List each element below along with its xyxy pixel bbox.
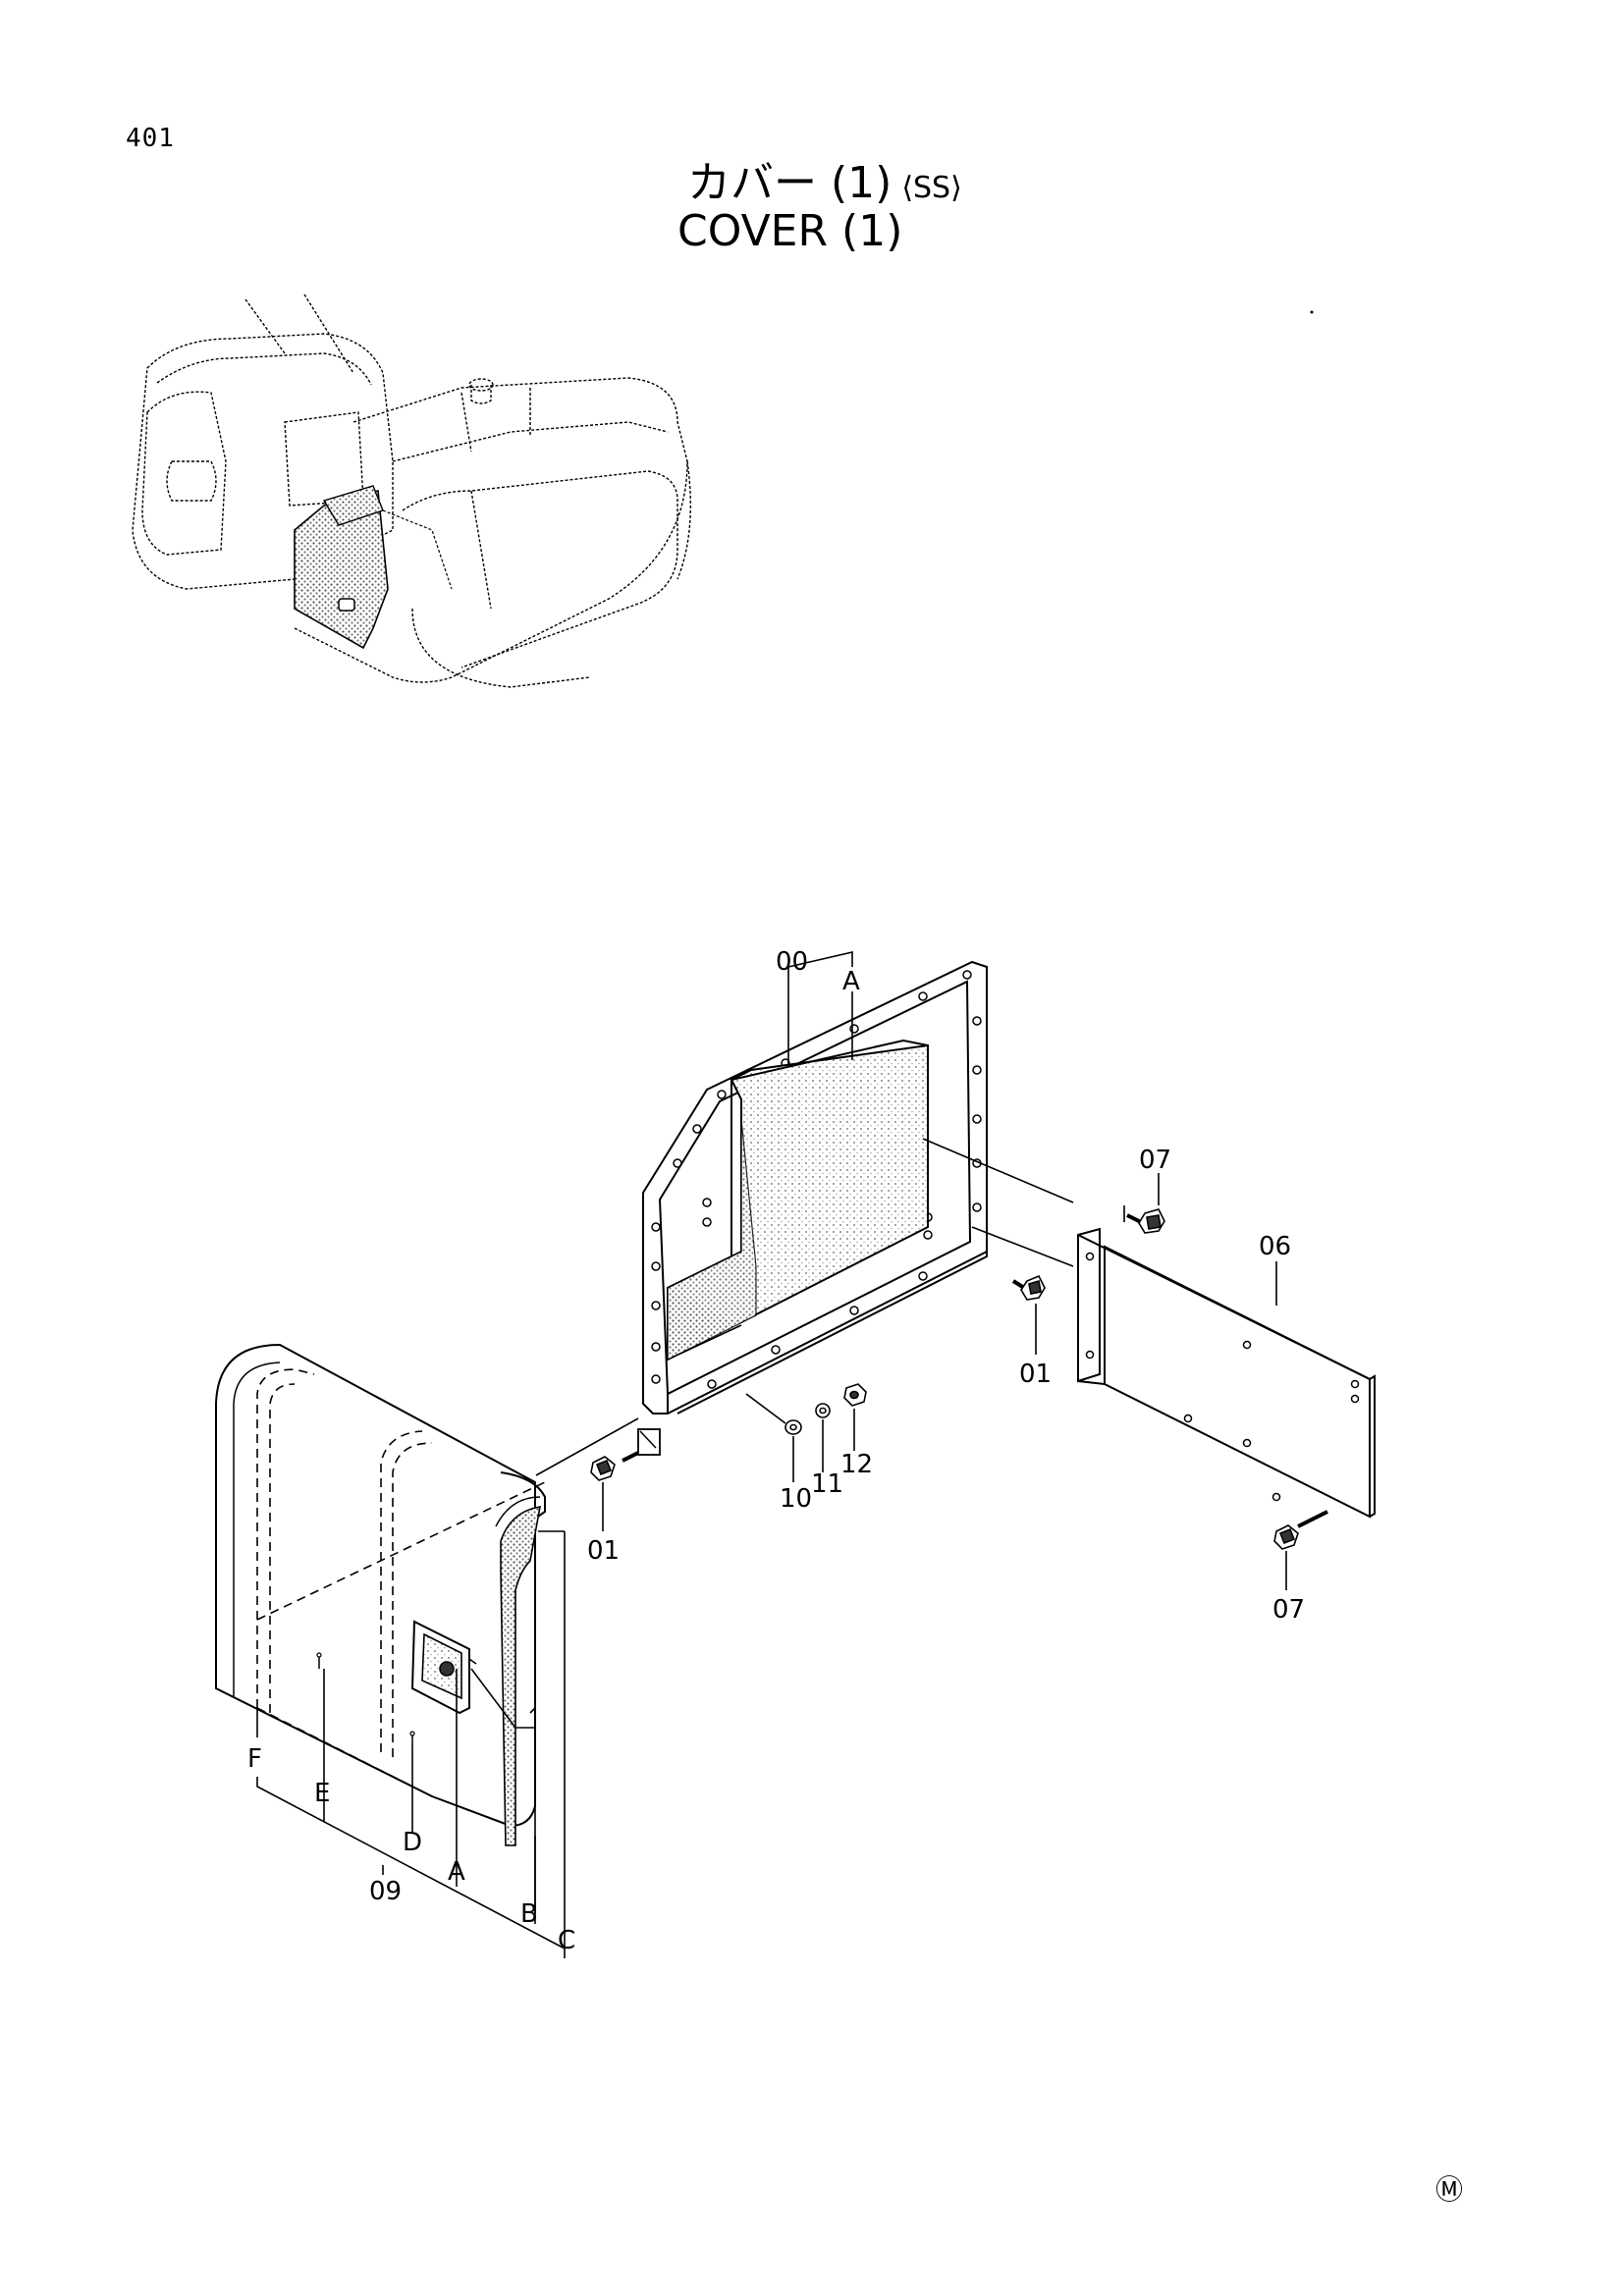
callout-f: F: [247, 1744, 262, 1774]
title-japanese-text: カバー (1): [687, 158, 893, 208]
callout-11: 11: [811, 1469, 843, 1499]
callout-12: 12: [840, 1450, 873, 1479]
page-number: 401: [126, 124, 175, 153]
callout-d: D: [403, 1828, 422, 1857]
maker-mark: Ⓜ: [1435, 2173, 1463, 2206]
insulation-block: [667, 1039, 929, 1362]
callout-e: E: [314, 1779, 330, 1808]
callout-a-top: A: [842, 967, 860, 996]
lock-washer-11: [815, 1403, 831, 1418]
side-cover-09: [215, 1343, 546, 1846]
callout-b: B: [520, 1899, 538, 1929]
title-english: COVER (1): [677, 206, 903, 256]
callout-00: 00: [776, 947, 808, 977]
bolt-01-left: [590, 1451, 639, 1481]
callout-10: 10: [780, 1484, 812, 1514]
callout-09: 09: [369, 1877, 402, 1906]
callout-07-bottom: 07: [1272, 1595, 1305, 1625]
callout-07-top: 07: [1139, 1146, 1171, 1175]
model-code: ⟨SS⟩: [901, 171, 962, 205]
stray-mark: [1310, 310, 1314, 314]
excavator-overview: [132, 294, 692, 688]
callout-c: C: [558, 1926, 575, 1955]
callout-06: 06: [1259, 1232, 1291, 1261]
washer-10: [784, 1419, 802, 1435]
callout-01-left: 01: [587, 1536, 620, 1566]
leader-lines: [256, 950, 1287, 1958]
title-japanese: カバー (1)⟨SS⟩: [687, 147, 962, 210]
bolt-07-top: [1126, 1208, 1165, 1234]
callout-labels: 00 A 07 06 01 12 11 10 01 07 F E D A 09 …: [247, 947, 1305, 1955]
nut-12: [843, 1383, 867, 1407]
bolt-07-bottom: [1273, 1510, 1328, 1550]
plate-06: [1077, 1227, 1376, 1519]
bolt-01-right: [1011, 1274, 1046, 1301]
highlighted-cover-overview: [294, 485, 453, 650]
callout-01-right: 01: [1019, 1360, 1052, 1389]
callout-a-bottom: A: [448, 1857, 465, 1887]
frame-panel-00: [637, 960, 988, 1456]
